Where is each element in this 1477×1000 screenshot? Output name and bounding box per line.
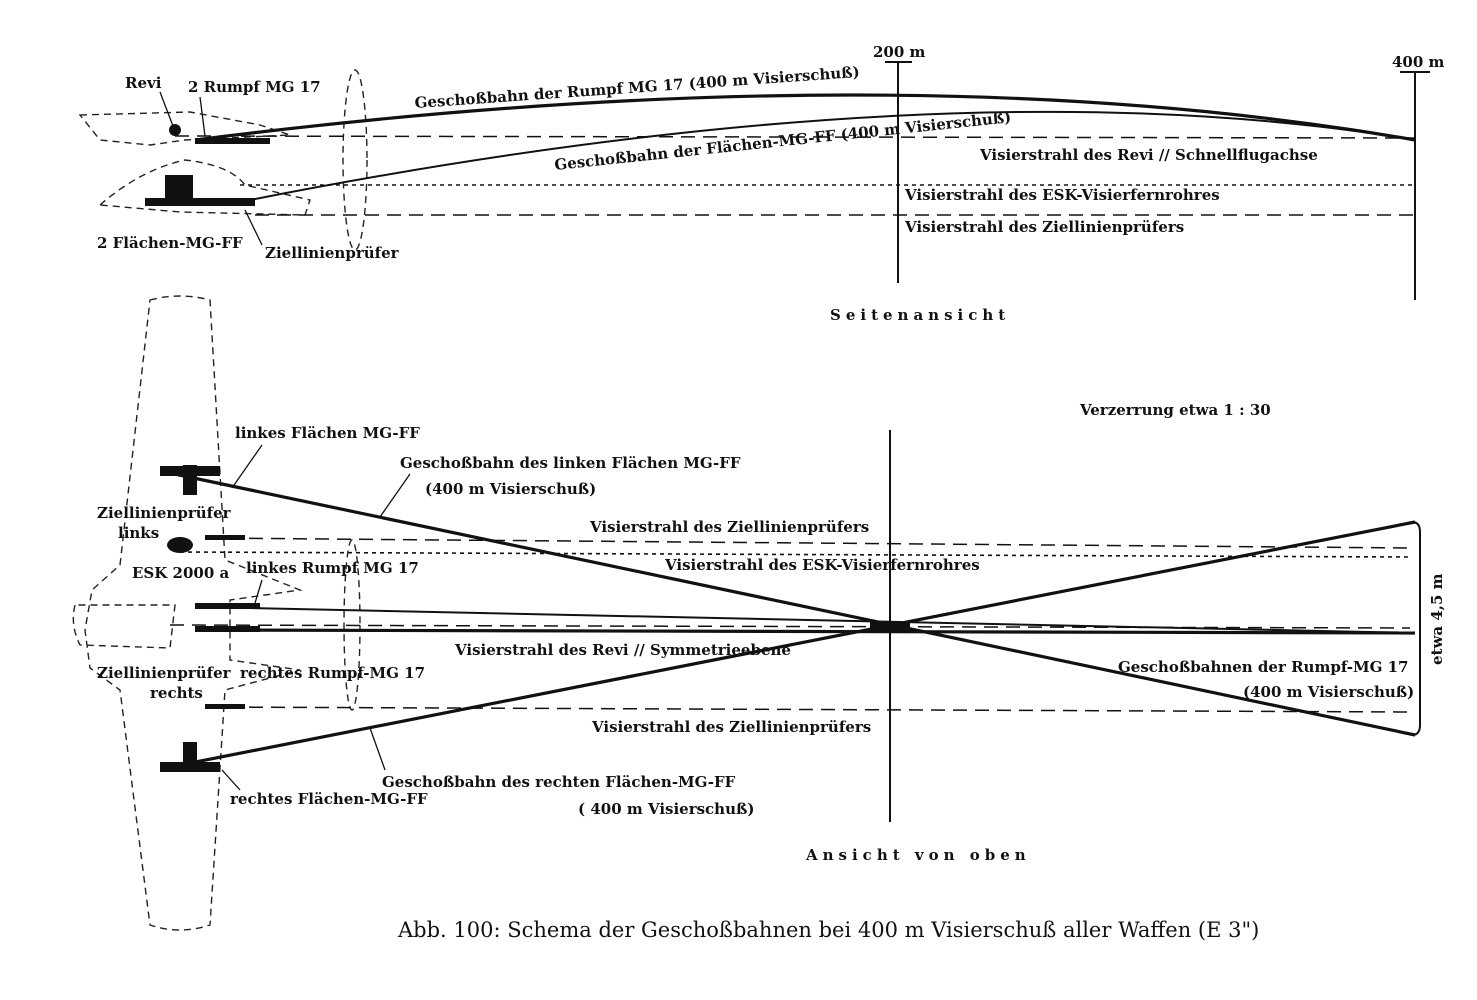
rumpf-mg-icon [195,138,270,144]
top-view-title: Ansicht von oben [805,846,1031,864]
ray-zlp-left [204,537,1411,549]
leader-rumpf-mg [199,96,206,137]
leader-left-rumpf [254,579,263,604]
label-zlp-left-2: links [118,524,159,542]
mg-ff-body-icon [165,175,193,205]
leader-right-ff [221,769,241,791]
leader-revi [159,91,174,127]
label-traj-right-ff: Geschoßbahn des rechten Flächen-MG-FF [382,773,736,791]
label-left-ff: linkes Flächen MG-FF [235,424,420,442]
trajectory-left-ff [164,470,1416,737]
revi-sight-icon [169,124,181,136]
leader-zlp [244,209,263,246]
label-esk: ESK 2000 a [132,564,229,582]
trajectory-right-ff [164,520,1416,770]
label-revi: Revi [125,74,162,92]
figure-caption: Abb. 100: Schema der Geschoßbahnen bei 4… [397,918,1259,942]
label-width: etwa 4,5 m [1428,573,1446,665]
side-view: 200 m 400 m Revi 2 Rumpf MG 17 Geschoßba… [78,43,1445,324]
trajectory-left-rumpf [199,606,1416,634]
label-traj-rumpf: Geschoßbahn der Rumpf MG 17 (400 m Visie… [414,63,860,112]
width-bracket [1411,521,1421,736]
top-view: Verzerrung etwa 1 : 30 etwa 4,5 m linkes… [72,295,1446,931]
leader-left-ff [231,444,263,489]
side-view-title: Seitenansicht [830,306,1010,324]
label-zlp-right-1: Ziellinienprüfer [97,664,232,682]
wing-outline [98,159,311,216]
leader-traj-left-ff [379,473,411,518]
esk-scope-icon [167,537,193,553]
zlp-left-icon [205,535,245,540]
ray-esk-top [179,551,1411,558]
label-flaechen-mg: 2 Flächen-MG-FF [97,234,243,252]
propeller-disc [342,69,368,251]
label-left-rumpf: linkes Rumpf MG 17 [246,559,419,577]
label-zlp-right-2: rechts [150,684,203,702]
ray-revi [174,135,1416,139]
label-200m: 200 m [873,43,926,61]
label-traj-rumpf-top-sub: (400 m Visierschuß) [1243,683,1414,701]
label-right-rumpf: rechtes Rumpf-MG 17 [240,664,425,682]
trajectory-rumpf-mg [194,93,1416,142]
label-traj-rumpf-top: Geschoßbahnen der Rumpf-MG 17 [1118,658,1408,676]
label-distortion: Verzerrung etwa 1 : 30 [1079,401,1271,419]
label-zlp: Ziellinienprüfer [265,244,400,262]
label-traj-left-ff-sub: (400 m Visierschuß) [425,480,596,498]
label-ray-revi-top: Visierstrahl des Revi // Symmetrieebene [454,641,791,659]
label-ray-zlp-top: Visierstrahl des Ziellinienprüfers [589,518,869,536]
label-traj-right-ff-sub: ( 400 m Visierschuß) [578,800,755,818]
label-traj-flaechen: Geschoßbahn der Flächen-MG-FF (400 m Vis… [554,108,1013,174]
label-traj-left-ff: Geschoßbahn des linken Flächen MG-FF [400,454,741,472]
right-ff-mount-icon [183,742,197,772]
flaechen-mg-icon [145,198,255,206]
zlp-right-icon [205,704,245,709]
label-ray-revi: Visierstrahl des Revi // Schnellflugachs… [979,146,1318,164]
label-rumpf-mg: 2 Rumpf MG 17 [188,78,321,96]
left-ff-mount-icon [183,465,197,495]
wing-planform-outline [84,295,303,931]
ray-zlp-right [204,706,1411,713]
label-ray-esk-top: Visierstrahl des ESK-Visierfernrohres [664,556,980,574]
ray-revi-top [169,624,1411,629]
leader-traj-right-ff [369,727,386,771]
fuselage-nose-outline [72,604,176,649]
label-ray-esk: Visierstrahl des ESK-Visierfernrohres [904,186,1220,204]
trajectory-right-rumpf [199,628,1416,635]
label-ray-zlp: Visierstrahl des Ziellinienprüfers [904,218,1184,236]
label-400m: 400 m [1392,53,1445,71]
trajectory-flaechen-mg [249,110,1416,201]
convergence-point [870,622,910,632]
label-ray-zlp-bottom: Visierstrahl des Ziellinienprüfers [591,718,871,736]
label-right-ff: rechtes Flächen-MG-FF [230,790,428,808]
left-rumpf-gun-icon [195,603,260,609]
label-zlp-left-1: Ziellinienprüfer [97,504,232,522]
